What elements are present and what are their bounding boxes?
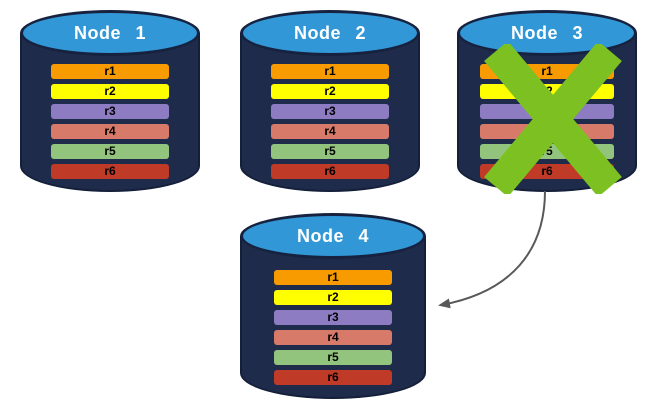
node-4-row-r1: r1 [274,270,392,285]
node-2: Node 2 r1 r2 r3 r4 r5 r6 [240,10,420,192]
node-2-cylinder-top: Node 2 [240,10,420,56]
node-1: Node 1 r1 r2 r3 r4 r5 r6 [20,10,200,192]
node-1-row-r5: r5 [51,144,169,159]
node-2-row-r3: r3 [271,104,389,119]
node-4-row-r5: r5 [274,350,392,365]
node-2-row-r4: r4 [271,124,389,139]
node-1-cylinder-top: Node 1 [20,10,200,56]
node-1-row-r4: r4 [51,124,169,139]
node-3-cylinder-top: Node 3 [457,10,637,56]
node-4-row-r6: r6 [274,370,392,385]
node-2-row-r1: r1 [271,64,389,79]
node-4-row-r3: r3 [274,310,392,325]
node-2-row-r2: r2 [271,84,389,99]
node-1-row-r2: r2 [51,84,169,99]
node-3-row-r1: r1 [480,64,614,79]
node-1-row-r6: r6 [51,164,169,179]
node-3-row-r4: r4 [480,124,614,139]
node-2-row-r6: r6 [271,164,389,179]
node-3-rows: r1 r2 r3 r4 r5 r6 [480,64,614,179]
node-1-row-r3: r3 [51,104,169,119]
node-2-rows: r1 r2 r3 r4 r5 r6 [271,64,389,179]
node-4-row-r2: r2 [274,290,392,305]
node-1-label: Node 1 [73,22,146,43]
node-4-rows: r1 r2 r3 r4 r5 r6 [274,270,392,385]
node-1-rows: r1 r2 r3 r4 r5 r6 [51,64,169,179]
node-2-row-r5: r5 [271,144,389,159]
node-4-row-r4: r4 [274,330,392,345]
node-4-label: Node 4 [296,225,369,246]
node-3: Node 3 r1 r2 r3 r4 r5 r6 [457,10,637,192]
node-4-cylinder-top: Node 4 [240,213,426,259]
node-1-row-r1: r1 [51,64,169,79]
node-3-label: Node 3 [510,22,583,43]
node-3-row-r5: r5 [480,144,614,159]
node-4: Node 4 r1 r2 r3 r4 r5 r6 [240,213,426,399]
node-3-row-r3: r3 [480,104,614,119]
node-2-label: Node 2 [293,22,366,43]
node-3-row-r6: r6 [480,164,614,179]
node-3-row-r2: r2 [480,84,614,99]
